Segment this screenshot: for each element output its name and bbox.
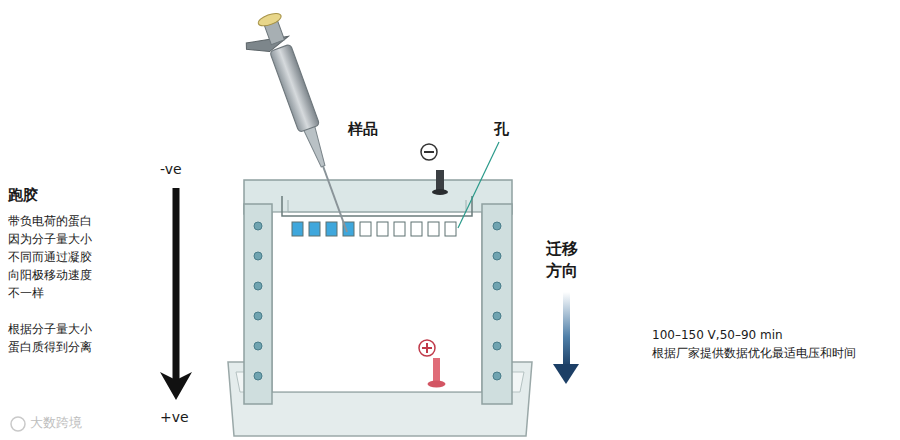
clamp-dots (254, 222, 501, 380)
watermark: 大数跨境 (30, 415, 130, 432)
sample-wells (292, 222, 456, 236)
polarity-label: +ve (160, 408, 210, 426)
section-heading: 跑胶 (8, 186, 128, 206)
leader-line (458, 142, 499, 228)
cathode (421, 144, 448, 195)
direction-label: 迁移 方向 (546, 238, 586, 282)
watermark-icon (11, 417, 25, 431)
polarity-label: -ve (160, 160, 210, 178)
pipette (238, 11, 358, 243)
part-label: 样品 (348, 120, 408, 140)
part-label: 孔 (494, 120, 524, 140)
body-text: 根据分子量大小 蛋白质得到分离 (8, 320, 116, 356)
gel-cassette (244, 180, 512, 404)
note-text: 根据厂家提供数据优化最适电压和时间 (652, 346, 892, 362)
body-text: 带负电荷的蛋白 因为分子量大小 不同而通过凝胶 向阳极移动速度 不一样 (8, 212, 116, 302)
note-text: 100–150 V,50–90 min (652, 328, 892, 344)
anode (419, 340, 446, 388)
polarity-arrow (160, 188, 192, 400)
migration-arrow (553, 292, 579, 384)
